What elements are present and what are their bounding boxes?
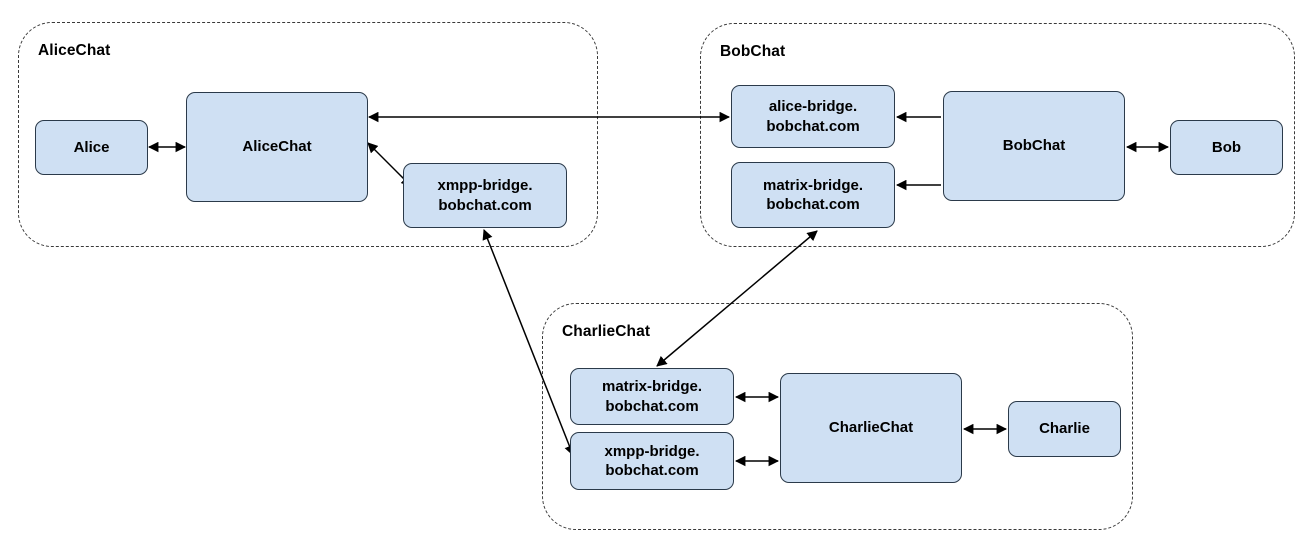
node-bob-label: Bob	[1211, 138, 1242, 156]
node-bob-alice-bridge[interactable]: alice-bridge. bobchat.com	[731, 85, 895, 148]
node-charlie-matrix-bridge[interactable]: matrix-bridge. bobchat.com	[570, 368, 734, 425]
node-alice-xmpp-bridge[interactable]: xmpp-bridge. bobchat.com	[403, 163, 567, 228]
node-bobchat-label: BobChat	[1002, 137, 1066, 155]
container-label-alicechat: AliceChat	[38, 42, 111, 59]
node-bobchat[interactable]: BobChat	[943, 91, 1125, 201]
node-bob-matrix-bridge[interactable]: matrix-bridge. bobchat.com	[731, 162, 895, 228]
node-alice-xmpp-bridge-label: xmpp-bridge. bobchat.com	[437, 177, 533, 214]
node-alice[interactable]: Alice	[35, 120, 148, 175]
node-alicechat-label: AliceChat	[242, 138, 312, 156]
node-charliechat-label: CharlieChat	[828, 419, 914, 437]
node-bob-matrix-bridge-label: matrix-bridge. bobchat.com	[762, 176, 864, 213]
node-bob-alice-bridge-label: alice-bridge. bobchat.com	[766, 98, 860, 135]
node-alice-label: Alice	[73, 138, 110, 156]
container-alicechat	[18, 22, 598, 247]
container-label-bobchat: BobChat	[720, 43, 786, 60]
node-charlie-xmpp-bridge-label: xmpp-bridge. bobchat.com	[604, 442, 700, 479]
container-label-charliechat: CharlieChat	[562, 323, 651, 340]
node-charliechat[interactable]: CharlieChat	[780, 373, 962, 483]
node-charlie-xmpp-bridge[interactable]: xmpp-bridge. bobchat.com	[570, 432, 734, 490]
node-charlie[interactable]: Charlie	[1008, 401, 1121, 457]
node-bob[interactable]: Bob	[1170, 120, 1283, 175]
node-charlie-label: Charlie	[1039, 420, 1090, 438]
node-alicechat[interactable]: AliceChat	[186, 92, 368, 202]
node-charlie-matrix-bridge-label: matrix-bridge. bobchat.com	[601, 378, 703, 415]
container-bobchat	[700, 23, 1295, 247]
